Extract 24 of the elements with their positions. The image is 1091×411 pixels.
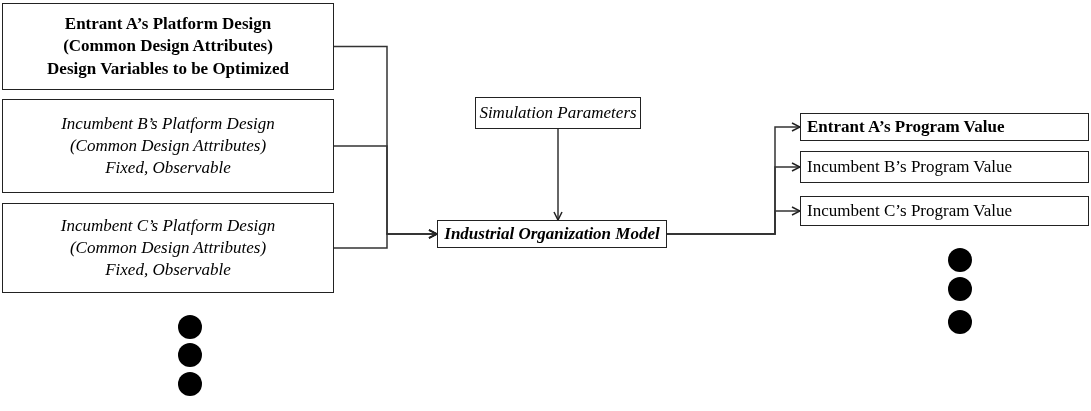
- box-text: Design Variables to be Optimized: [47, 57, 289, 80]
- arrow: [666, 206, 801, 235]
- process-box: [2, 203, 334, 293]
- arrow: [333, 229, 438, 249]
- process-box: [2, 99, 334, 193]
- box-text: Fixed, Observable: [105, 157, 231, 180]
- arrow: [553, 128, 563, 221]
- box-text: Incumbent B’s Program Value: [807, 155, 1013, 178]
- process-box: [800, 113, 1089, 141]
- box-text: (Common Design Attributes): [63, 35, 273, 58]
- box-text: Incumbent C’s Platform Design: [60, 214, 276, 237]
- box-text: Entrant A’s Platform Design: [64, 13, 272, 36]
- box-text: (Common Design Attributes): [69, 134, 267, 157]
- process-box: [437, 220, 667, 248]
- process-box: [2, 3, 334, 90]
- box-text: Industrial Organization Model: [444, 222, 660, 245]
- box-text: Entrant A’s Program Value: [807, 115, 1005, 138]
- box-text: Fixed, Observable: [105, 259, 231, 282]
- box-text: Incumbent B’s Platform Design: [61, 112, 275, 135]
- box-text: Simulation Parameters: [479, 101, 637, 124]
- process-box: [800, 196, 1089, 226]
- box-text: (Common Design Attributes): [69, 236, 267, 259]
- box-text: Incumbent C’s Program Value: [807, 199, 1013, 222]
- process-box: [800, 151, 1089, 183]
